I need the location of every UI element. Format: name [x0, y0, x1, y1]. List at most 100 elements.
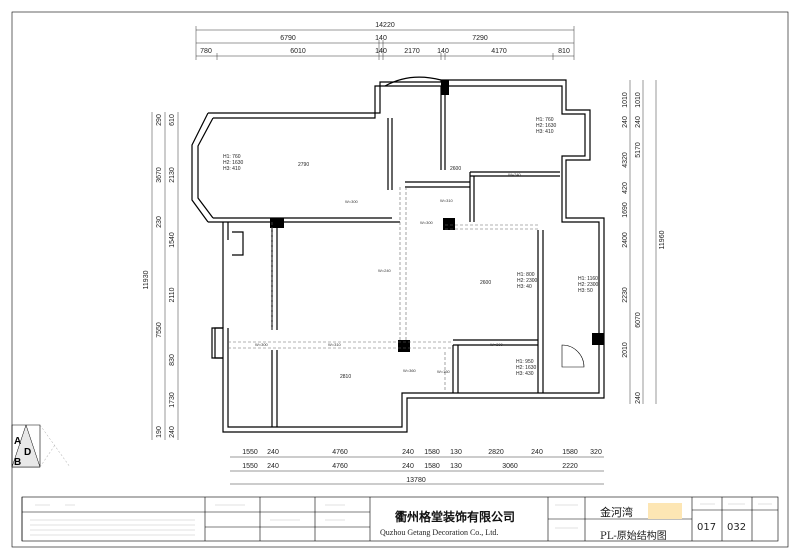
dim-bottom-r2-7: 2220 — [562, 463, 578, 470]
dim-right-r2-7: 2010 — [622, 342, 629, 358]
title-block — [21, 496, 779, 542]
dim-bottom-r2-4: 1580 — [424, 463, 440, 470]
room-kitchen-h3: H3: 430 — [516, 371, 534, 377]
dim-right-r1-3: 6070 — [635, 312, 642, 328]
beam-label-1: W=310 — [440, 198, 454, 203]
dim-right-r1-4: 240 — [635, 392, 642, 404]
bottom-dimensions — [230, 456, 604, 485]
dim-right-r2-4: 1690 — [622, 202, 629, 218]
dim-left-r1-2: 230 — [156, 216, 163, 228]
beams — [228, 187, 538, 393]
dim-left-r1-1: 3670 — [156, 167, 163, 183]
room-living-h1: H1: 800 — [517, 272, 535, 278]
sheet-number: 017 — [697, 522, 717, 533]
columns — [270, 80, 604, 352]
dim-bottom-r2-6: 3060 — [502, 463, 518, 470]
dim-top-total: 14220 — [375, 22, 395, 29]
dim-top-r2-1: 6010 — [290, 48, 306, 55]
beam-label-6: W=240 — [378, 268, 392, 273]
dim-right-r2-2: 4320 — [622, 152, 629, 168]
compass-letter-a: A — [14, 436, 21, 447]
beam-label-4: W=310 — [328, 342, 342, 347]
ceiling-label-1: 2600 — [480, 280, 491, 286]
dim-top-r2-2: 140 — [375, 48, 387, 55]
sheet-frame — [11, 11, 789, 548]
beam-label-9: W=240 — [508, 172, 522, 177]
dim-left-r1-0: 290 — [156, 114, 163, 126]
dim-left-r2-1: 2130 — [169, 167, 176, 183]
dim-left-r2-4: 830 — [169, 354, 176, 366]
dim-left-total: 11930 — [143, 270, 150, 289]
dim-left-r1-3: 7550 — [156, 322, 163, 338]
room-balcony-h3: H3: 50 — [578, 288, 593, 294]
door-swing — [561, 344, 585, 368]
room-left-bedroom-h1: H1: 760 — [223, 154, 241, 160]
ceiling-label-0: 2790 — [298, 162, 309, 168]
project-name: 金河湾 — [600, 506, 633, 519]
beam-label-3: W=300 — [255, 342, 269, 347]
drawing-name: PL-原始结构图 — [600, 531, 667, 542]
company-name-cn: 衢州格堂装饰有限公司 — [395, 510, 516, 524]
dim-top-r2-0: 780 — [200, 48, 212, 55]
ceiling-label-2: 2810 — [340, 374, 351, 380]
curved-wall — [384, 76, 442, 87]
room-living-h2: H2: 2300 — [517, 278, 538, 284]
dim-bottom-r2-1: 240 — [267, 463, 279, 470]
dim-bottom-r1-1: 240 — [267, 449, 279, 456]
dim-left-r2-6: 240 — [169, 426, 176, 438]
dim-top-r1-1: 140 — [375, 35, 387, 42]
compass-letter-b: B — [14, 457, 21, 468]
dim-top-r2-3: 2170 — [404, 48, 420, 55]
dim-bottom-r1-0: 1550 — [242, 449, 258, 456]
dim-bottom-r2-5: 130 — [450, 463, 462, 470]
dim-left-r2-0: 610 — [169, 114, 176, 126]
dim-bottom-r1-7: 240 — [531, 449, 543, 456]
dim-top-r1-0: 6790 — [280, 35, 296, 42]
dim-bottom-r1-4: 1580 — [424, 449, 440, 456]
dim-right-r2-6: 2230 — [622, 287, 629, 303]
dim-bottom-r1-2: 4760 — [332, 449, 348, 456]
dim-right-r2-0: 1010 — [622, 92, 629, 108]
dim-bottom-r1-3: 240 — [402, 449, 414, 456]
dim-top-r2-5: 4170 — [491, 48, 507, 55]
right-dimensions — [629, 80, 657, 404]
beam-label-5: W=300 — [490, 342, 504, 347]
dim-right-r2-1: 240 — [622, 116, 629, 128]
dim-bottom-r2-3: 240 — [402, 463, 414, 470]
room-balcony-h2: H2: 2300 — [578, 282, 599, 288]
dim-top-r2-4: 140 — [437, 48, 449, 55]
room-left-bedroom-h2: H2: 1630 — [223, 160, 244, 166]
beam-label-0: W=300 — [345, 199, 359, 204]
room-kitchen-h1: H1: 950 — [516, 359, 534, 365]
dim-right-r1-2: 5170 — [635, 142, 642, 158]
dim-left-r2-2: 1540 — [169, 232, 176, 248]
dim-bottom-r1-8: 1580 — [562, 449, 578, 456]
total-sheets: 032 — [727, 522, 747, 533]
room-right-bedroom-h3: H3: 410 — [536, 129, 554, 135]
dim-left-r2-5: 1730 — [169, 392, 176, 408]
dim-top-r1-2: 7290 — [472, 35, 488, 42]
dim-right-total: 11960 — [659, 230, 666, 249]
room-living-h3: H3: 40 — [517, 284, 532, 290]
dim-top-r2-6: 810 — [558, 48, 570, 55]
orientation-marker: A D B — [11, 424, 71, 468]
top-dimensions — [195, 26, 575, 60]
dim-bottom-total: 13780 — [406, 477, 426, 484]
dim-bottom-r1-5: 130 — [450, 449, 462, 456]
dim-bottom-r1-9: 320 — [590, 449, 602, 456]
dim-bottom-r1-6: 2820 — [488, 449, 504, 456]
dim-right-r2-5: 2400 — [622, 232, 629, 248]
room-right-bedroom-h2: H2: 1630 — [536, 123, 557, 129]
beam-label-8: W=360 — [403, 368, 417, 373]
dim-bottom-r2-2: 4760 — [332, 463, 348, 470]
dim-right-r1-0: 1010 — [635, 92, 642, 108]
room-left-bedroom-h3: H3: 410 — [223, 166, 241, 172]
beam-label-7: W=160 — [437, 369, 451, 374]
company-name-en: Quzhou Getang Decoration Co., Ltd. — [380, 528, 499, 537]
dim-bottom-r2-0: 1550 — [242, 463, 258, 470]
ceiling-label-3: 2600 — [450, 166, 461, 172]
dim-right-r1-1: 240 — [635, 116, 642, 128]
dim-left-r1-4: 190 — [156, 426, 163, 438]
beam-label-2: W=300 — [420, 220, 434, 225]
